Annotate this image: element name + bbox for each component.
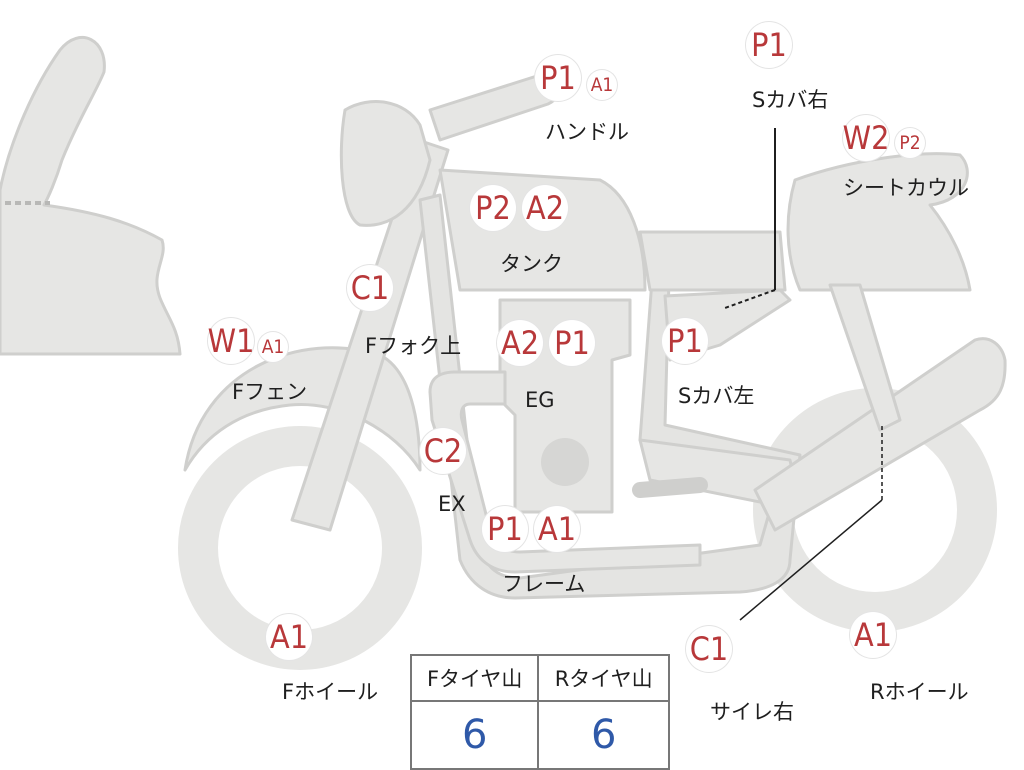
badge-tank-1: P2 <box>470 185 516 231</box>
label-exhaust: EX <box>438 492 466 516</box>
badge-muffler-right-1: C1 <box>686 626 732 672</box>
badge-tank-2: A2 <box>522 185 568 231</box>
badge-fender-front-1: W1 <box>208 318 254 364</box>
tire-value-rear: 6 <box>537 700 670 770</box>
badge-frame-2: A1 <box>534 506 580 552</box>
label-muffler-right: サイレ右 <box>710 700 794 724</box>
seat-cowl-shape <box>786 152 972 292</box>
label-engine: EG <box>525 388 555 412</box>
badge-engine-2: P1 <box>549 320 595 366</box>
label-seat-cowl: シートカウル <box>843 176 969 200</box>
headlight-shape <box>339 100 432 227</box>
label-side-cover-left: Sカバ左 <box>678 384 755 408</box>
label-wheel-front: Fホイール <box>282 680 379 704</box>
label-handle: ハンドル <box>545 120 629 144</box>
foot-peg-shape <box>632 477 708 498</box>
leader-side-cover-right-dash <box>724 289 776 309</box>
tire-value-front: 6 <box>409 700 540 770</box>
badge-exhaust-1: C2 <box>420 428 466 474</box>
badge-wheel-front-1: A1 <box>266 614 312 660</box>
frame-shape <box>418 193 802 600</box>
badge-handle-2: A1 <box>587 70 617 100</box>
label-tank: タンク <box>500 252 563 276</box>
label-frame: フレーム <box>502 572 586 596</box>
fork-shape <box>290 138 450 532</box>
badge-side-cover-right-1: P1 <box>746 22 792 68</box>
tire-header-rear: Rタイヤ山 <box>537 654 670 702</box>
engine-cover-shape <box>541 438 589 486</box>
badge-frame-1: P1 <box>482 506 528 552</box>
badge-fork-upper-1: C1 <box>347 265 393 311</box>
subframe-shape <box>828 283 902 432</box>
badge-seat-cowl-1: W2 <box>843 115 889 161</box>
label-side-cover-right: Sカバ右 <box>752 88 829 112</box>
muffler-shape <box>753 337 1007 532</box>
tire-header-front: Fタイヤ山 <box>409 654 540 702</box>
leader-muffler <box>739 499 883 621</box>
badge-seat-cowl-2: P2 <box>895 128 925 158</box>
label-fork-upper: Fフォク上 <box>365 334 462 358</box>
tire-tread-table: Fタイヤ山 Rタイヤ山 6 6 <box>409 654 670 770</box>
badge-side-cover-left-1: P1 <box>662 318 708 364</box>
label-fender-front: Fフェン <box>232 380 308 404</box>
badge-fender-front-2: A1 <box>258 332 288 362</box>
seat-shape <box>638 230 787 292</box>
label-wheel-rear: Rホイール <box>870 680 969 704</box>
front-cowl-shape <box>0 36 182 356</box>
badge-wheel-rear-1: A1 <box>850 612 896 658</box>
badge-handle-1: P1 <box>535 55 581 101</box>
badge-engine-1: A2 <box>497 320 543 366</box>
